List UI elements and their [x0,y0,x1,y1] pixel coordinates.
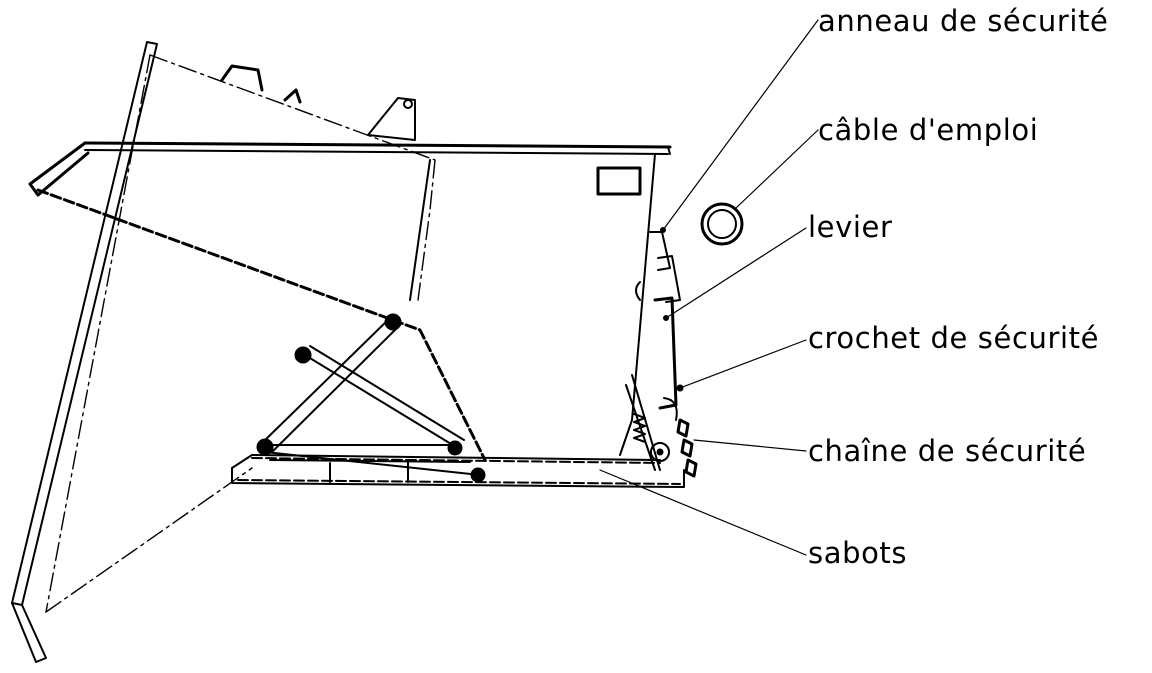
tipped-front-wall [11,41,158,663]
label-anneau-de-securite: anneau de sécurité [818,4,1108,38]
label-crochet-de-securite: crochet de sécurité [808,321,1099,355]
lifting-lug [367,97,416,141]
callout-labels: anneau de sécurité câble d'emploi levier… [808,4,1108,570]
cable-ring [700,202,744,246]
label-chaine-de-securite: chaîne de sécurité [808,434,1086,468]
lifting-lug-hole [403,99,413,109]
bin-bottom-dashed [36,188,487,462]
lever-assembly [625,231,698,478]
base-frame [231,454,685,488]
cable-ring-inner [707,209,737,239]
bin-body [28,141,672,456]
label-levier: levier [808,210,892,244]
leader-lines [599,19,819,556]
tipped-bin-outline [45,54,436,613]
tipped-bin-handle [220,64,302,104]
label-sabots: sabots [808,536,907,570]
label-cable-d-emploi: câble d'emploi [818,113,1038,147]
scissor-linkage [256,313,486,483]
